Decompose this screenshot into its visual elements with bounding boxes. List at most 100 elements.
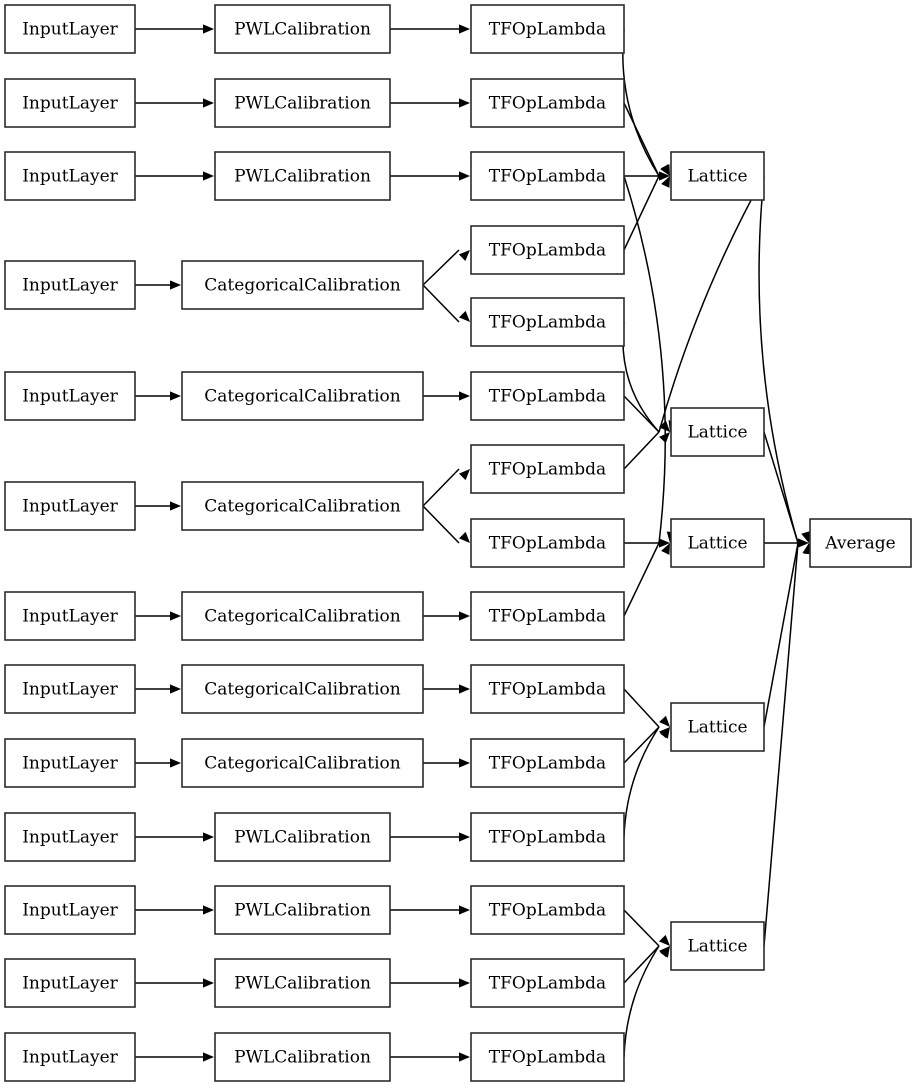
node-box[interactable] — [4, 812, 136, 862]
node-box[interactable] — [4, 958, 136, 1008]
node-box[interactable] — [181, 481, 424, 531]
graph-node-pwlcalibration[interactable]: PWLCalibration — [214, 812, 391, 862]
node-box[interactable] — [214, 4, 391, 54]
graph-node-lattice[interactable]: Lattice — [670, 921, 765, 971]
graph-node-inputlayer[interactable]: InputLayer — [4, 591, 136, 641]
graph-node-tfoplambda[interactable]: TFOpLambda — [470, 812, 625, 862]
graph-node-tfoplambda[interactable]: TFOpLambda — [470, 225, 625, 275]
node-box[interactable] — [470, 4, 625, 54]
graph-node-inputlayer[interactable]: InputLayer — [4, 885, 136, 935]
graph-node-tfoplambda[interactable]: TFOpLambda — [470, 151, 625, 201]
graph-node-tfoplambda[interactable]: TFOpLambda — [470, 664, 625, 714]
node-box[interactable] — [670, 702, 765, 752]
graph-edge — [623, 395, 660, 433]
graph-node-pwlcalibration[interactable]: PWLCalibration — [214, 1032, 391, 1082]
node-box[interactable] — [470, 664, 625, 714]
graph-node-tfoplambda[interactable]: TFOpLambda — [470, 4, 625, 54]
graph-node-tfoplambda[interactable]: TFOpLambda — [470, 591, 625, 641]
graph-node-inputlayer[interactable]: InputLayer — [4, 371, 136, 421]
node-box[interactable] — [4, 664, 136, 714]
graph-node-inputlayer[interactable]: InputLayer — [4, 78, 136, 128]
node-box[interactable] — [470, 812, 625, 862]
graph-node-tfoplambda[interactable]: TFOpLambda — [470, 78, 625, 128]
node-box[interactable] — [470, 591, 625, 641]
graph-node-inputlayer[interactable]: InputLayer — [4, 4, 136, 54]
graph-node-average[interactable]: Average — [809, 518, 912, 568]
graph-node-inputlayer[interactable]: InputLayer — [4, 812, 136, 862]
node-box[interactable] — [809, 518, 912, 568]
node-box[interactable] — [470, 958, 625, 1008]
graph-node-tfoplambda[interactable]: TFOpLambda — [470, 885, 625, 935]
node-box[interactable] — [670, 518, 765, 568]
node-box[interactable] — [214, 885, 391, 935]
node-box[interactable] — [4, 738, 136, 788]
node-box[interactable] — [4, 885, 136, 935]
node-box[interactable] — [470, 371, 625, 421]
node-box[interactable] — [670, 921, 765, 971]
graph-edge — [622, 28, 660, 177]
graph-node-inputlayer[interactable]: InputLayer — [4, 958, 136, 1008]
graph-node-tfoplambda[interactable]: TFOpLambda — [470, 444, 625, 494]
graph-node-tfoplambda[interactable]: TFOpLambda — [470, 518, 625, 568]
graph-node-inputlayer[interactable]: InputLayer — [4, 1032, 136, 1082]
edge-arrowhead — [659, 171, 670, 181]
graph-node-lattice[interactable]: Lattice — [670, 518, 765, 568]
node-label: CategoricalCalibration — [204, 680, 400, 700]
graph-node-inputlayer[interactable]: InputLayer — [4, 664, 136, 714]
graph-node-lattice[interactable]: Lattice — [670, 702, 765, 752]
node-box[interactable] — [181, 260, 424, 310]
node-box[interactable] — [470, 1032, 625, 1082]
node-box[interactable] — [181, 371, 424, 421]
graph-node-lattice[interactable]: Lattice — [670, 407, 765, 457]
node-box[interactable] — [4, 78, 136, 128]
graph-edge — [763, 542, 799, 728]
graph-node-categoricalcalibration[interactable]: CategoricalCalibration — [181, 591, 424, 641]
node-box[interactable] — [670, 151, 765, 201]
graph-node-pwlcalibration[interactable]: PWLCalibration — [214, 4, 391, 54]
graph-node-categoricalcalibration[interactable]: CategoricalCalibration — [181, 664, 424, 714]
graph-node-inputlayer[interactable]: InputLayer — [4, 151, 136, 201]
node-box[interactable] — [4, 260, 136, 310]
node-box[interactable] — [4, 591, 136, 641]
graph-node-pwlcalibration[interactable]: PWLCalibration — [214, 78, 391, 128]
graph-node-inputlayer[interactable]: InputLayer — [4, 738, 136, 788]
node-box[interactable] — [470, 885, 625, 935]
node-box[interactable] — [470, 518, 625, 568]
node-box[interactable] — [470, 225, 625, 275]
node-box[interactable] — [181, 591, 424, 641]
graph-node-categoricalcalibration[interactable]: CategoricalCalibration — [181, 260, 424, 310]
graph-node-categoricalcalibration[interactable]: CategoricalCalibration — [181, 481, 424, 531]
node-box[interactable] — [4, 1032, 136, 1082]
node-box[interactable] — [181, 738, 424, 788]
graph-node-inputlayer[interactable]: InputLayer — [4, 481, 136, 531]
node-box[interactable] — [470, 444, 625, 494]
node-box[interactable] — [214, 958, 391, 1008]
node-box[interactable] — [470, 738, 625, 788]
node-box[interactable] — [214, 151, 391, 201]
graph-node-tfoplambda[interactable]: TFOpLambda — [470, 958, 625, 1008]
node-box[interactable] — [470, 297, 625, 347]
node-box[interactable] — [214, 1032, 391, 1082]
graph-node-pwlcalibration[interactable]: PWLCalibration — [214, 885, 391, 935]
graph-node-lattice[interactable]: Lattice — [670, 151, 765, 201]
graph-node-pwlcalibration[interactable]: PWLCalibration — [214, 151, 391, 201]
node-box[interactable] — [470, 151, 625, 201]
graph-node-inputlayer[interactable]: InputLayer — [4, 260, 136, 310]
node-box[interactable] — [181, 664, 424, 714]
node-box[interactable] — [670, 407, 765, 457]
node-box[interactable] — [4, 151, 136, 201]
node-box[interactable] — [214, 812, 391, 862]
graph-node-tfoplambda[interactable]: TFOpLambda — [470, 738, 625, 788]
graph-node-categoricalcalibration[interactable]: CategoricalCalibration — [181, 738, 424, 788]
node-box[interactable] — [214, 78, 391, 128]
node-box[interactable] — [4, 4, 136, 54]
edges-layer — [135, 24, 813, 1062]
node-box[interactable] — [470, 78, 625, 128]
node-box[interactable] — [4, 481, 136, 531]
node-box[interactable] — [4, 371, 136, 421]
graph-node-categoricalcalibration[interactable]: CategoricalCalibration — [181, 371, 424, 421]
graph-node-tfoplambda[interactable]: TFOpLambda — [470, 371, 625, 421]
graph-node-tfoplambda[interactable]: TFOpLambda — [470, 1032, 625, 1082]
graph-node-tfoplambda[interactable]: TFOpLambda — [470, 297, 625, 347]
graph-node-pwlcalibration[interactable]: PWLCalibration — [214, 958, 391, 1008]
